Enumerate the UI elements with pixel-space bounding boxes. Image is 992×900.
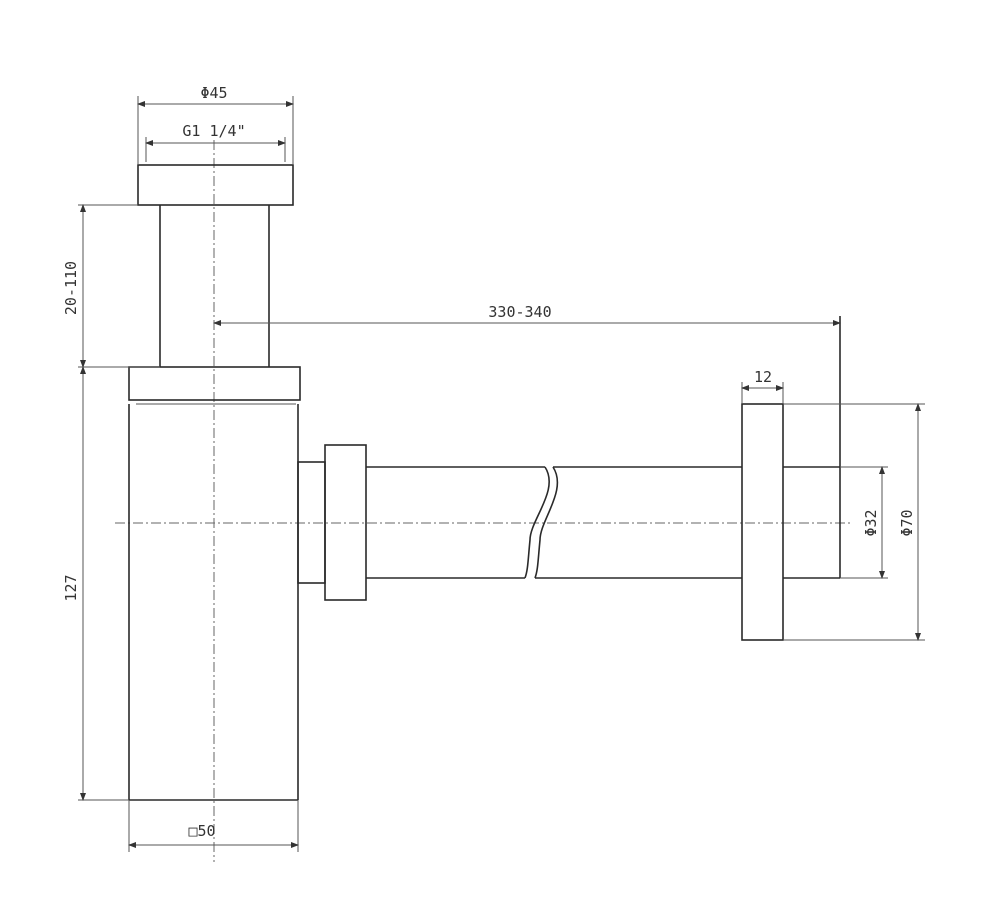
wall-flange — [741, 316, 841, 641]
dim-flange-diameter: Φ70 — [783, 403, 925, 641]
outlet-nut — [297, 444, 367, 601]
dim-label-flange-diameter: Φ70 — [898, 509, 916, 536]
dim-flange-thickness: 12 — [741, 368, 784, 404]
dim-thread: G1 1/4" — [145, 122, 286, 162]
dim-label-pipe-diameter: Φ32 — [862, 509, 880, 536]
dim-body-height: 127 — [62, 366, 129, 801]
stem-pipe — [159, 205, 270, 367]
dim-label-body-width: □50 — [188, 822, 215, 840]
dim-pipe-diameter: Φ32 — [840, 466, 888, 579]
dim-label-flange-thickness: 12 — [754, 368, 772, 386]
drain-cap — [137, 164, 294, 206]
dim-label-horizontal-reach: 330-340 — [488, 303, 551, 321]
dim-body-width: □50 — [128, 800, 299, 852]
dim-cap-diameter: Φ45 — [137, 84, 294, 165]
dim-label-cap-diameter: Φ45 — [200, 84, 227, 102]
dim-label-body-height: 127 — [62, 574, 80, 601]
outlet-pipe — [366, 466, 742, 579]
dim-label-thread: G1 1/4" — [182, 122, 245, 140]
dim-label-height-adjust: 20-110 — [62, 261, 80, 315]
dim-horizontal-reach: 330-340 — [213, 303, 841, 326]
dim-height-adjust: 20-110 — [62, 204, 160, 368]
body-collar — [128, 366, 301, 405]
